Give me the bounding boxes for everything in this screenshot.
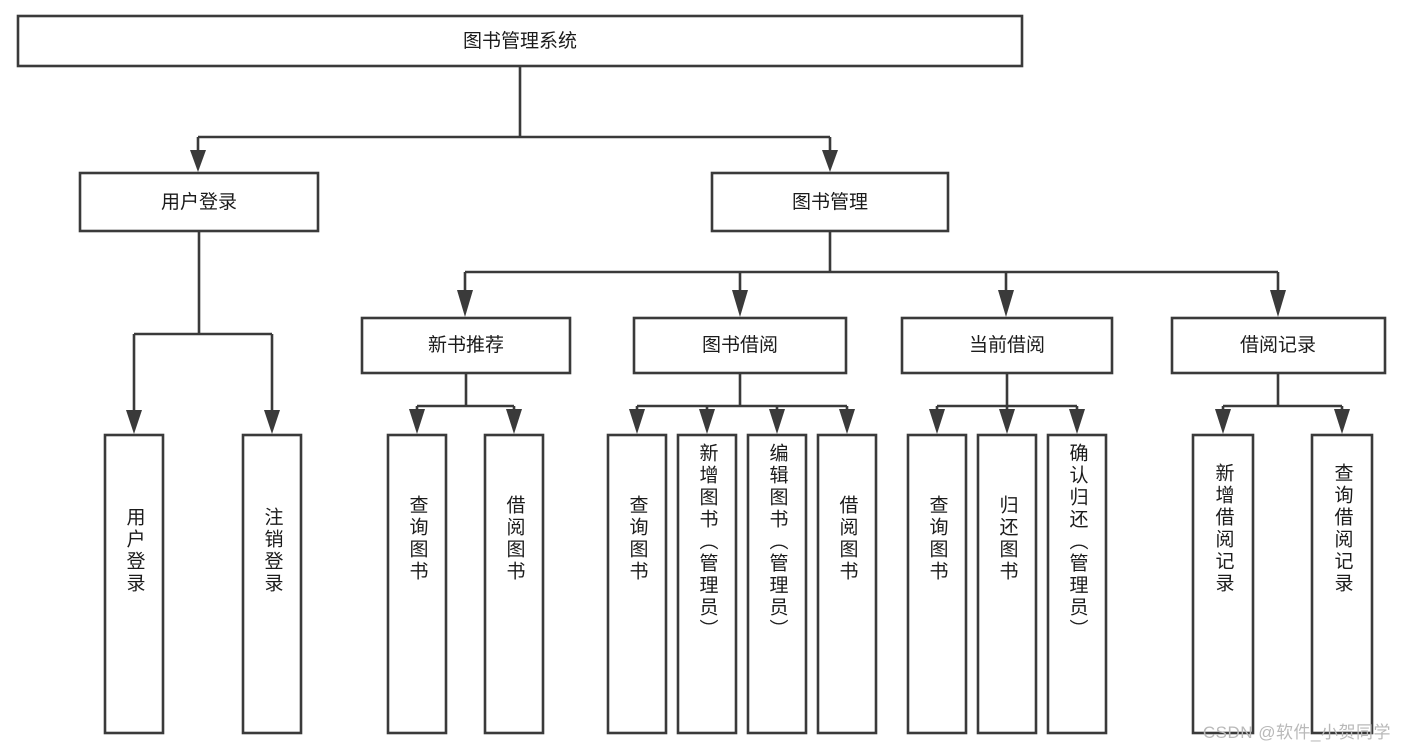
leaf-box-book-borrow-3[interactable] [816, 433, 878, 735]
node-book-manage-box[interactable] [710, 171, 950, 233]
watermark-text: CSDN @软件_小贺同学 [1202, 723, 1391, 742]
leaf-box-book-borrow-2[interactable] [746, 433, 808, 735]
arrow-head-borrow-record-1 [1334, 409, 1350, 434]
arrow-head-book-borrow-2 [769, 409, 785, 434]
leaf-box-current-borrow-1[interactable] [976, 433, 1038, 735]
node-current-borrow-label: 当前借阅 [969, 334, 1045, 356]
arrow-head-current-borrow-2 [1069, 409, 1085, 434]
leaf-box-new-book-0[interactable] [386, 433, 448, 735]
arrow-head-level2-0 [457, 290, 473, 317]
node-book-manage-label: 图书管理 [792, 191, 868, 213]
leaf-box-current-borrow-2[interactable] [1046, 433, 1108, 735]
arrow-head-current-borrow-1 [999, 409, 1015, 434]
arrow-head-level1-0 [190, 150, 206, 172]
leaf-box-current-borrow-0[interactable] [906, 433, 968, 735]
leaf-box-book-borrow-1[interactable] [676, 433, 738, 735]
arrow-head-new-book-0 [409, 409, 425, 434]
node-borrow-record-box[interactable] [1170, 316, 1387, 375]
node-new-book-recommend-label: 新书推荐 [428, 334, 504, 356]
node-root-box[interactable] [16, 14, 1024, 68]
leaf-box-book-borrow-0[interactable] [606, 433, 668, 735]
arrow-head-level2-3 [1270, 290, 1286, 317]
arrow-head-borrow-record-0 [1215, 409, 1231, 434]
node-borrow-record-label: 借阅记录 [1240, 334, 1316, 356]
arrow-head-current-borrow-0 [929, 409, 945, 434]
node-book-borrow-label: 图书借阅 [702, 334, 778, 356]
arrow-head-user-login-1 [264, 410, 280, 434]
node-user-login-label: 用户登录 [161, 191, 237, 213]
arrow-head-user-login-0 [126, 410, 142, 434]
arrow-head-level2-1 [732, 290, 748, 317]
arrow-head-level1-1 [822, 150, 838, 172]
arrow-head-book-borrow-0 [629, 409, 645, 434]
arrow-head-level2-2 [998, 290, 1014, 317]
leaf-box-new-book-1[interactable] [483, 433, 545, 735]
node-book-borrow-box[interactable] [632, 316, 848, 375]
leaf-box-borrow-record-1[interactable] [1310, 433, 1374, 735]
arrow-head-new-book-1 [506, 409, 522, 434]
leaf-box-user-login-1[interactable] [241, 433, 303, 735]
arrow-head-book-borrow-1 [699, 409, 715, 434]
leaf-box-user-login-0[interactable] [103, 433, 165, 735]
node-new-book-recommend-box[interactable] [360, 316, 572, 375]
node-root-label: 图书管理系统 [463, 30, 577, 52]
leaf-box-borrow-record-0[interactable] [1191, 433, 1255, 735]
node-current-borrow-box[interactable] [900, 316, 1114, 375]
arrow-head-book-borrow-3 [839, 409, 855, 434]
